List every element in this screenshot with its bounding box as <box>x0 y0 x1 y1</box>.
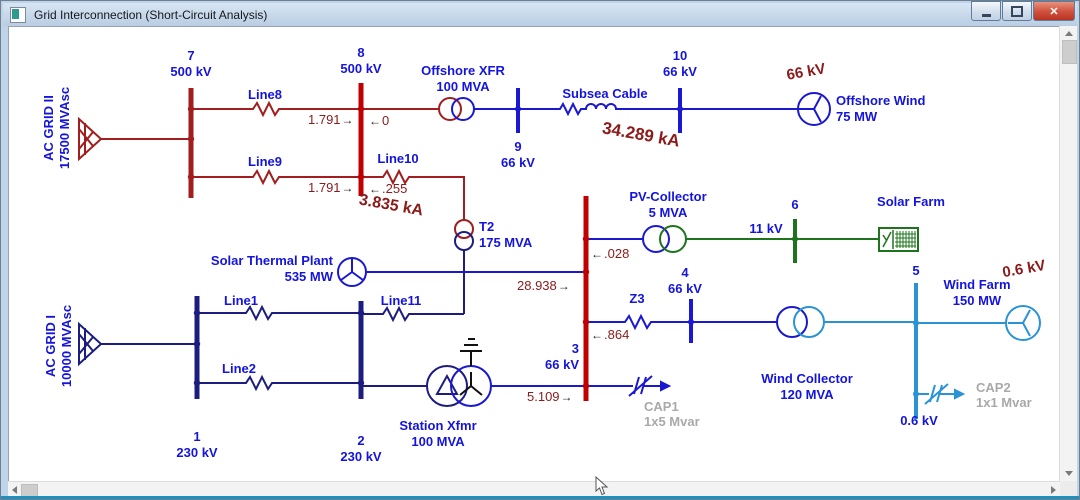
bus6-number: 6 <box>791 197 799 212</box>
close-icon: ✕ <box>1049 5 1059 18</box>
ground-icon <box>460 338 482 366</box>
flow-station-into-bus3: 5.109→ <box>527 389 573 404</box>
cap2-shunt[interactable] <box>916 383 966 405</box>
vertical-scroll-thumb[interactable] <box>1062 40 1077 64</box>
arrow-left-icon: ← <box>591 247 603 261</box>
offshore-xfr-symbol[interactable] <box>438 97 475 121</box>
scrollbar-corner <box>1060 481 1077 497</box>
subsea-cable-label: Subsea Cable <box>562 86 648 101</box>
line2-label: Line2 <box>222 361 256 376</box>
chevron-right-icon[interactable] <box>1051 486 1056 494</box>
flow-line9-into-bus8: 1.791→ <box>308 180 354 195</box>
z3-label: Z3 <box>629 291 645 306</box>
line9-label: Line9 <box>248 154 282 169</box>
chevron-left-icon[interactable] <box>12 486 17 494</box>
restore-button[interactable] <box>1002 1 1032 21</box>
offshore-wind-turbine-icon[interactable] <box>797 92 831 126</box>
lead-06kv <box>824 321 1006 324</box>
line11-label: Line11 <box>380 293 422 308</box>
bus5-number: 5 <box>912 263 920 278</box>
line9[interactable] <box>191 168 361 186</box>
subsea-cable[interactable] <box>518 101 680 117</box>
solar-farm-label: Solar Farm <box>877 194 945 209</box>
horizontal-scrollbar[interactable] <box>8 481 1060 498</box>
chevron-down-icon[interactable] <box>1065 471 1073 476</box>
solar-farm-icon[interactable] <box>878 227 919 252</box>
line8-label: Line8 <box>248 87 282 102</box>
line2[interactable] <box>197 374 361 392</box>
cap1-shunt[interactable] <box>586 375 672 397</box>
t2-transformer-symbol[interactable] <box>454 219 474 251</box>
line1-label: Line1 <box>224 293 258 308</box>
flow-z3-into-bus3: ←.864 <box>591 327 630 342</box>
grid1-equivalent[interactable] <box>78 321 197 367</box>
app-icon <box>10 6 26 23</box>
title-bar[interactable]: Grid Interconnection (Short-Circuit Anal… <box>3 3 1077 26</box>
flow-line10-into-bus8: ←.255 <box>369 181 408 196</box>
arrow-left-icon: ← <box>369 182 381 196</box>
arrow-right-icon: → <box>341 181 354 195</box>
window-bottom-edge <box>1 496 1079 499</box>
line11[interactable] <box>361 305 464 323</box>
flow-line8-into-bus8: 1.791→ <box>308 112 354 127</box>
arrow-right-icon: → <box>557 279 570 293</box>
flow-pv-into-bus3: ←.028 <box>591 246 630 261</box>
chevron-up-icon[interactable] <box>1065 31 1073 36</box>
line10[interactable] <box>361 168 465 220</box>
pv-collector-symbol[interactable] <box>642 225 687 253</box>
flow-t2-into-bus3: 28.938→ <box>517 278 570 293</box>
bus5-kv-label: 0.6 kV <box>900 413 938 428</box>
z3-impedance[interactable] <box>586 313 691 331</box>
oneline-diagram <box>78 83 1041 419</box>
station-xfmr-symbol[interactable] <box>426 338 492 407</box>
wind-farm-turbine-icon[interactable] <box>1005 305 1041 341</box>
minimize-icon <box>981 13 991 17</box>
line8[interactable] <box>191 100 361 118</box>
arrow-right-icon: → <box>341 113 354 127</box>
junction-dots <box>187 105 919 397</box>
solar-thermal-gen-icon[interactable] <box>337 257 367 287</box>
restore-icon <box>1011 5 1023 17</box>
arrow-right-icon: → <box>560 390 573 404</box>
arrow-left-icon: ← <box>369 114 381 128</box>
mouse-cursor <box>595 476 609 496</box>
bus6-kv-label: 11 kV <box>749 221 783 236</box>
line10-label: Line10 <box>377 151 419 166</box>
minimize-button[interactable] <box>971 1 1001 21</box>
arrow-left-icon: ← <box>591 328 603 342</box>
wind-collector-symbol[interactable] <box>776 306 825 338</box>
flow-xfr-into-bus8: ←0 <box>369 113 390 128</box>
close-button[interactable]: ✕ <box>1033 1 1075 21</box>
window-title: Grid Interconnection (Short-Circuit Anal… <box>34 7 268 22</box>
line1[interactable] <box>197 304 361 322</box>
grid2-equivalent[interactable] <box>78 116 191 162</box>
vertical-scrollbar[interactable] <box>1059 26 1077 481</box>
